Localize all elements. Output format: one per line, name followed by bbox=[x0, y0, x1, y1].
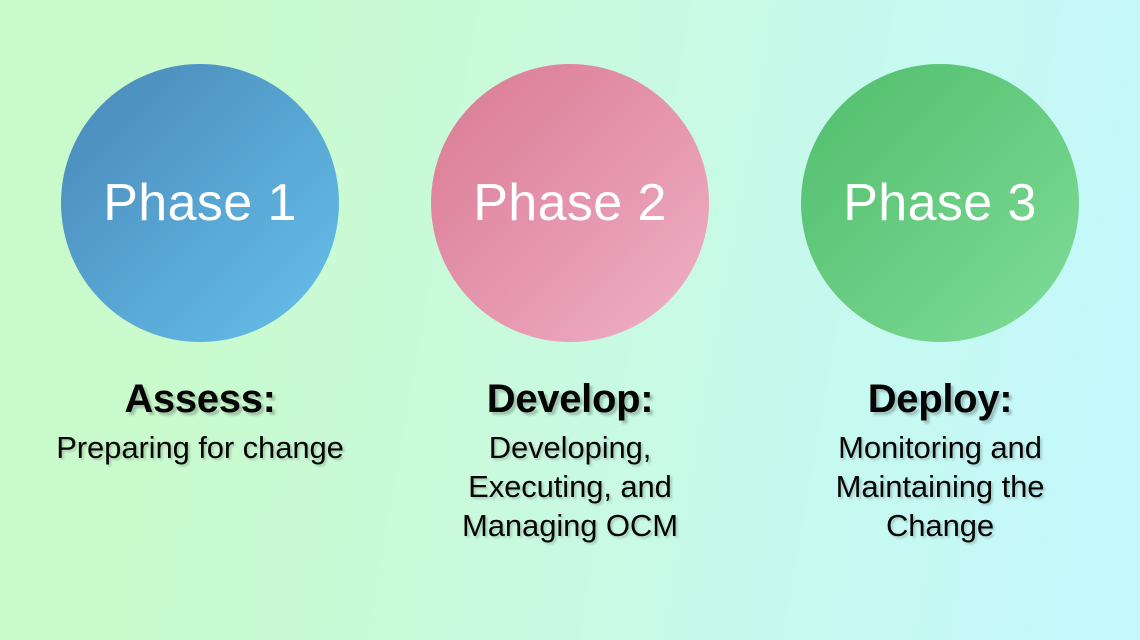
phase-column-3: Phase 3 Deploy: Monitoring and Maintaini… bbox=[784, 0, 1096, 546]
phase-caption-1: Assess: Preparing for change bbox=[44, 378, 356, 467]
phase-circle-label-2: Phase 2 bbox=[473, 174, 667, 232]
phase-body-3: Monitoring and Maintaining the Change bbox=[835, 430, 1045, 544]
phase-circle-2: Phase 2 bbox=[431, 64, 709, 342]
phase-title-3: Deploy: bbox=[867, 377, 1013, 421]
phase-circle-label-1: Phase 1 bbox=[103, 174, 297, 232]
phase-caption-2: Develop: Developing, Executing, and Mana… bbox=[414, 378, 726, 546]
phase-body-2: Developing, Executing, and Managing OCM bbox=[462, 430, 678, 544]
phase-circle-label-3: Phase 3 bbox=[843, 174, 1037, 232]
phase-circle-1: Phase 1 bbox=[61, 64, 339, 342]
phase-column-1: Phase 1 Assess: Preparing for change bbox=[44, 0, 356, 467]
phase-circle-3: Phase 3 bbox=[801, 64, 1079, 342]
phase-caption-3: Deploy: Monitoring and Maintaining the C… bbox=[784, 378, 1096, 546]
phase-column-2: Phase 2 Develop: Developing, Executing, … bbox=[414, 0, 726, 546]
phase-title-1: Assess: bbox=[124, 377, 276, 421]
phase-body-1: Preparing for change bbox=[56, 430, 344, 466]
phase-title-2: Develop: bbox=[486, 377, 654, 421]
